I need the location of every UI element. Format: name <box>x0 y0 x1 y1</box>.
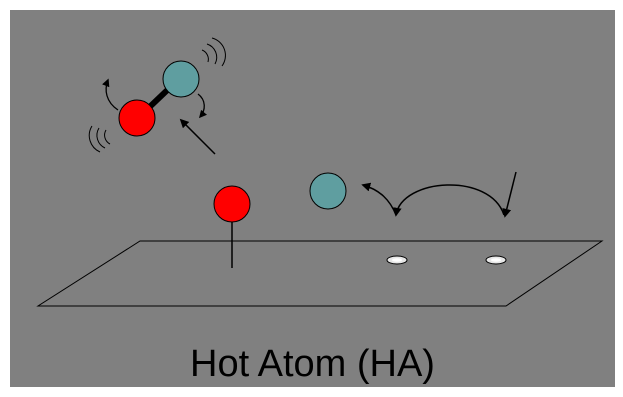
surface-plane <box>36 240 604 307</box>
hop-out-arrow <box>361 182 397 216</box>
molecule-teal-atom <box>162 60 200 98</box>
vibration-marks <box>88 37 226 153</box>
approach-arrow <box>179 118 216 155</box>
hot-atom-diagram <box>36 37 604 307</box>
rotation-arrow <box>197 93 208 119</box>
adsorption-site <box>386 255 408 265</box>
rotation-arrow <box>102 78 119 111</box>
hot-teal-atom <box>309 172 347 210</box>
adsorption-site <box>485 255 507 265</box>
molecule-red-atom <box>118 99 156 137</box>
diagram-caption: Hot Atom (HA) <box>190 343 435 385</box>
adsorbed-red-atom <box>213 185 251 223</box>
hop-arc-arrow <box>392 184 505 217</box>
diagram-panel: Hot Atom (HA) <box>10 10 615 387</box>
incoming-arrow <box>502 171 517 218</box>
